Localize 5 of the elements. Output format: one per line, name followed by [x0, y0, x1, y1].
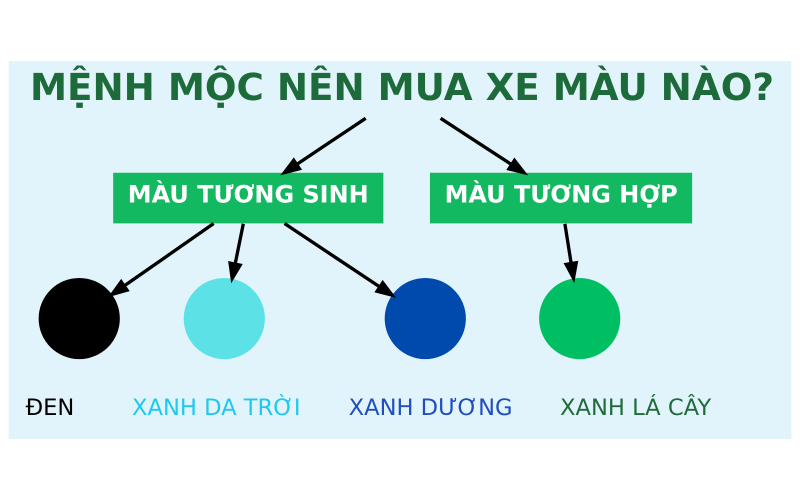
node-label: ĐEN	[26, 395, 74, 422]
node-label: XANH LÁ CÂY	[560, 395, 712, 422]
node-text: MỆNH MỘC NÊN MUA XE MÀU NÀO?	[30, 65, 774, 110]
node-label: XANH DƯƠNG	[348, 395, 513, 422]
node-label: XANH DA TRỜI	[132, 395, 301, 422]
